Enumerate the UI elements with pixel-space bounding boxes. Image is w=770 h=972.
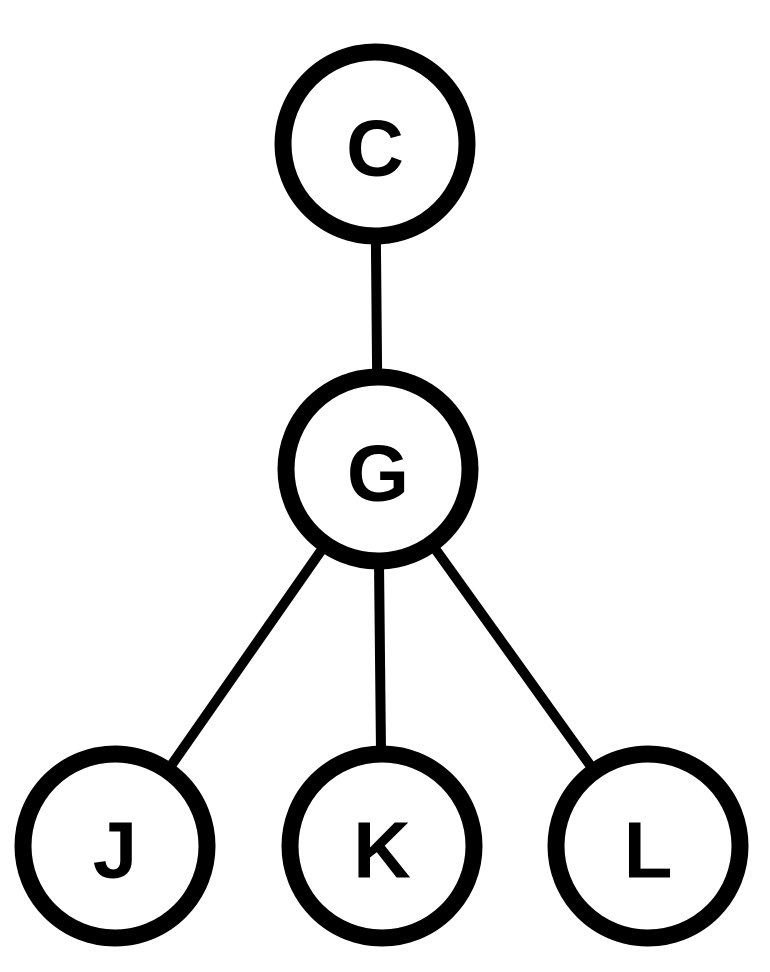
edge-g-j: [161, 538, 332, 777]
tree-nodes: C G J K L: [14, 43, 749, 947]
node-c: C: [274, 43, 476, 245]
node-l: L: [547, 745, 749, 947]
node-g-circle: [277, 368, 479, 570]
node-g: G: [277, 368, 479, 570]
node-k-label: K: [353, 806, 411, 895]
node-j-circle: [14, 745, 216, 947]
node-k: K: [281, 745, 483, 947]
node-j-label: J: [93, 806, 138, 895]
edge-c-g: [370, 231, 383, 382]
node-c-label: C: [346, 104, 404, 193]
node-k-circle: [281, 745, 483, 947]
tree-edges: [161, 231, 601, 778]
edge-g-l: [425, 537, 601, 778]
node-g-label: G: [347, 429, 409, 518]
node-l-circle: [547, 745, 749, 947]
node-c-circle: [274, 43, 476, 245]
node-l-label: L: [624, 806, 673, 895]
edge-g-k: [373, 556, 387, 759]
node-j: J: [14, 745, 216, 947]
